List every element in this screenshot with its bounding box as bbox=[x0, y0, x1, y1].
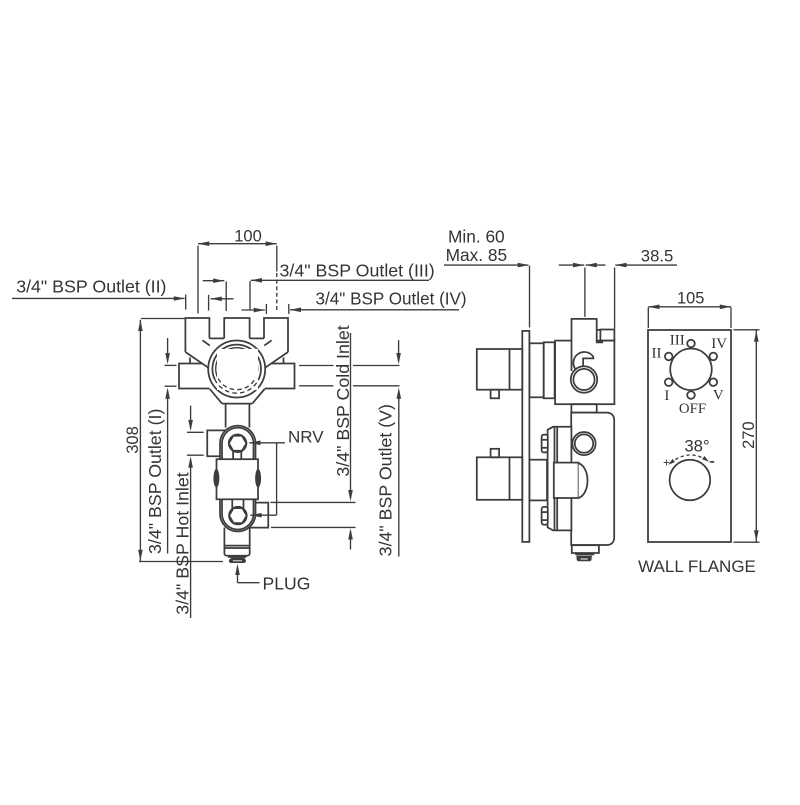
svg-text:100: 100 bbox=[234, 227, 262, 245]
svg-text:II: II bbox=[652, 346, 662, 362]
svg-text:3/4" BSP Cold Inlet: 3/4" BSP Cold Inlet bbox=[333, 325, 353, 476]
svg-text:105: 105 bbox=[677, 289, 704, 307]
svg-text:WALL FLANGE: WALL FLANGE bbox=[638, 557, 756, 576]
svg-text:Min. 60: Min. 60 bbox=[448, 226, 505, 246]
svg-text:OFF: OFF bbox=[679, 401, 706, 417]
svg-text:3/4" BSP Hot Inlet: 3/4" BSP Hot Inlet bbox=[173, 472, 193, 614]
svg-text:I: I bbox=[664, 388, 669, 404]
svg-text:V: V bbox=[713, 387, 724, 403]
svg-text:III: III bbox=[670, 332, 685, 348]
svg-text:PLUG: PLUG bbox=[263, 574, 311, 594]
svg-text:38.5: 38.5 bbox=[641, 247, 673, 266]
svg-text:IV: IV bbox=[711, 336, 727, 352]
svg-text:38°: 38° bbox=[684, 437, 709, 456]
svg-text:3/4" BSP Outlet (II): 3/4" BSP Outlet (II) bbox=[16, 277, 166, 297]
svg-text:3/4" BSP Outlet (IV): 3/4" BSP Outlet (IV) bbox=[316, 290, 467, 309]
svg-text:3/4" BSP Outlet (I): 3/4" BSP Outlet (I) bbox=[145, 409, 165, 554]
svg-text:Max. 85: Max. 85 bbox=[446, 245, 507, 265]
svg-text:NRV: NRV bbox=[288, 428, 324, 447]
svg-text:+: + bbox=[663, 455, 670, 469]
svg-text:3/4" BSP Outlet (V): 3/4" BSP Outlet (V) bbox=[375, 404, 395, 556]
svg-text:3/4" BSP Outlet (III): 3/4" BSP Outlet (III) bbox=[280, 260, 435, 280]
svg-text:270: 270 bbox=[740, 421, 758, 449]
svg-text:308: 308 bbox=[124, 426, 142, 454]
